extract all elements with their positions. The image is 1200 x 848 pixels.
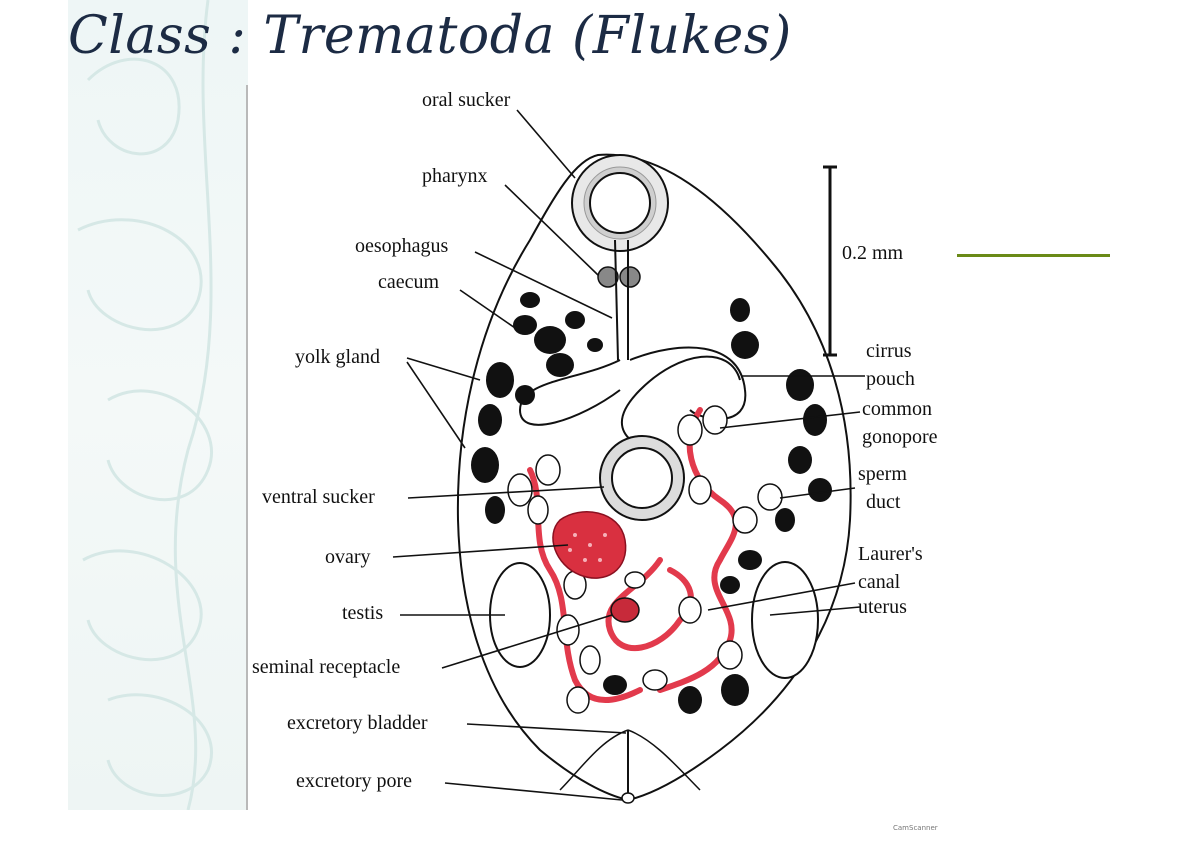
label-uterus: uterus <box>858 596 907 618</box>
testis-right <box>751 561 819 679</box>
label-excretory-bladder: excretory bladder <box>287 712 428 734</box>
label-pouch: pouch <box>866 368 915 390</box>
label-duct: duct <box>866 491 901 513</box>
floral-pattern-icon <box>77 0 213 811</box>
label-seminal-receptacle: seminal receptacle <box>252 656 401 678</box>
label-gonopore: gonopore <box>862 426 938 448</box>
decorative-floral-panel <box>68 0 248 811</box>
excretory-pore <box>621 792 635 804</box>
leader-lines <box>392 109 865 801</box>
label-cirrus: cirrus <box>866 340 912 362</box>
label-canal: canal <box>858 571 901 593</box>
label-oesophagus: oesophagus <box>355 235 449 257</box>
yolk-gland <box>471 292 832 714</box>
oesophagus <box>614 239 629 361</box>
pharynx <box>597 266 619 288</box>
footer-watermark: CamScanner <box>893 824 938 832</box>
label-common: common <box>862 398 932 420</box>
label-excretory-pore: excretory pore <box>296 770 413 792</box>
label-sperm: sperm <box>858 463 907 485</box>
label-yolk-gland: yolk gland <box>295 346 380 368</box>
label-pharynx: pharynx <box>422 165 488 187</box>
label-ovary: ovary <box>325 546 371 568</box>
label-caecum: caecum <box>378 271 440 293</box>
page-title: Class : Trematoda (Flukes) <box>68 6 792 66</box>
label-ventral-sucker: ventral sucker <box>262 486 375 508</box>
label-testis: testis <box>342 602 384 624</box>
label-scale: 0.2 mm <box>842 242 904 264</box>
scale-bar <box>823 165 837 357</box>
label-oral-sucker: oral sucker <box>422 89 511 111</box>
label-laurers: Laurer's <box>858 543 923 565</box>
accent-line <box>957 254 1110 257</box>
seminal-receptacle <box>610 597 640 623</box>
divider-line <box>246 85 248 810</box>
